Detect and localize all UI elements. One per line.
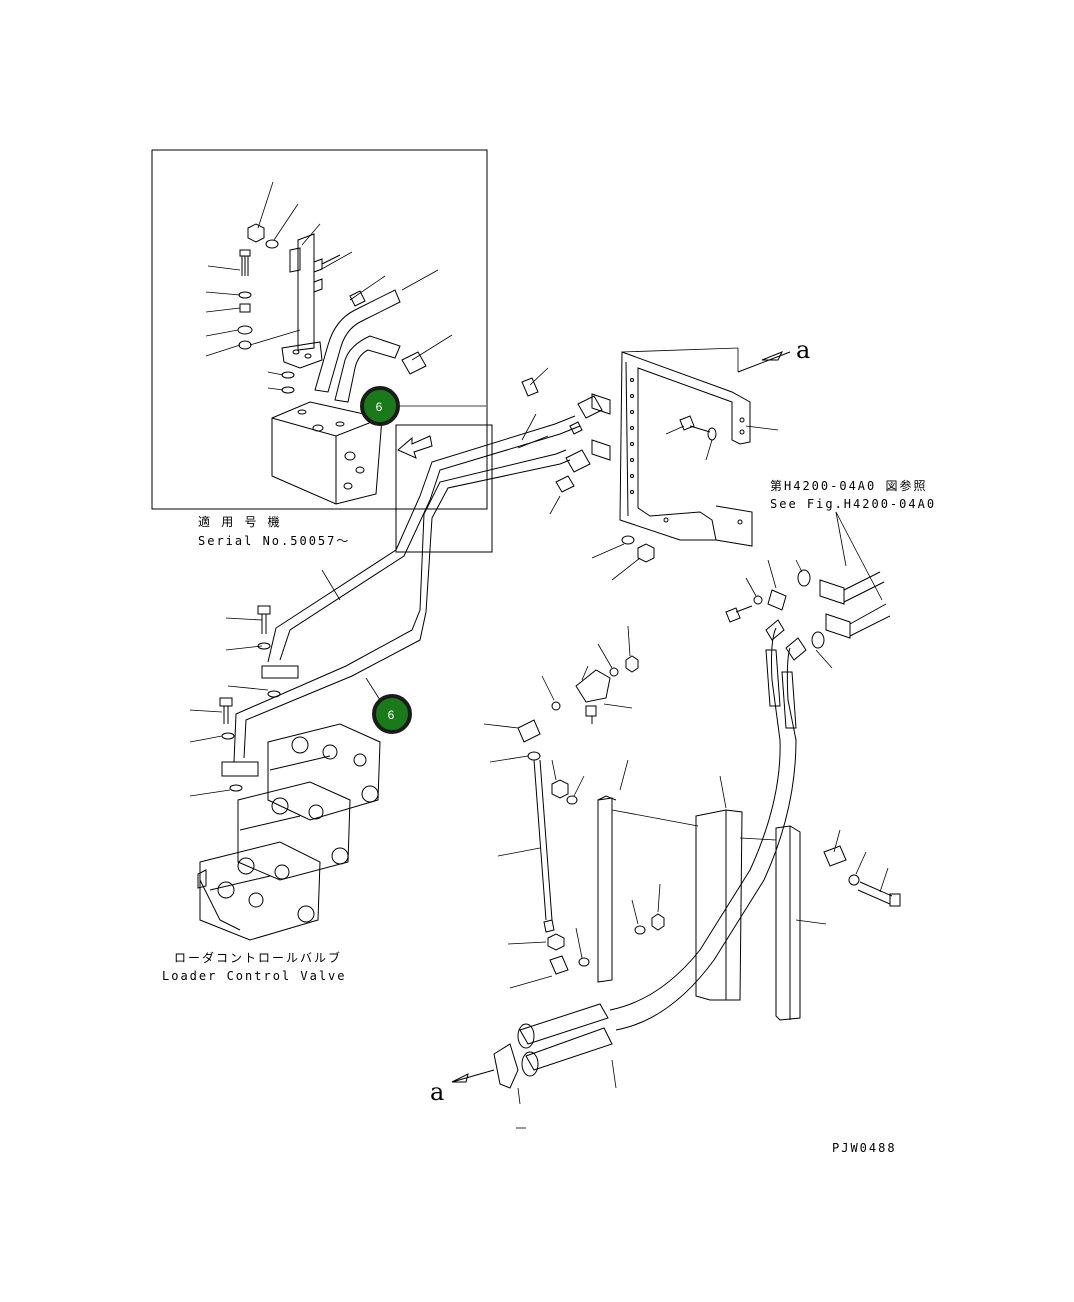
pipe-bolts: [219, 605, 281, 792]
loader-control-valve: [197, 723, 381, 941]
callout-number: 6: [376, 400, 383, 414]
valve-label-en: Loader Control Valve: [162, 969, 347, 983]
inset-detail: 適 用 号 機 Serial No.50057～: [151, 149, 488, 548]
callout-badge-upper[interactable]: 6: [360, 386, 400, 426]
callout-badge-lower[interactable]: 6: [372, 694, 412, 734]
middle-leaders: [483, 625, 889, 989]
main-leaders: [189, 367, 561, 797]
valve-label-jp: ローダコントロールバルブ: [174, 950, 342, 965]
inset-serial-jp: 適 用 号 機: [198, 514, 282, 529]
view-arrow-top: [737, 351, 791, 373]
drawing-code: PJW0488: [832, 1141, 897, 1155]
view-arrow-bottom: [451, 1069, 495, 1083]
reference-en: See Fig.H4200-04A0: [770, 497, 936, 511]
inset-frame: [151, 149, 488, 510]
steel-pipes: [221, 415, 581, 777]
view-marker-top: a: [796, 336, 810, 364]
hose-fittings-right: [725, 559, 891, 669]
inset-hoses: [314, 289, 427, 403]
reference-jp: 第H4200-04A0 図参照: [770, 478, 927, 493]
hose-clamps: [597, 775, 827, 1021]
callout-circle: [372, 694, 412, 734]
view-marker-bottom: a: [430, 1078, 444, 1106]
mounting-frame: [521, 351, 779, 581]
callout-number: 6: [388, 708, 395, 722]
hose-ends-bottom: [493, 1003, 617, 1129]
callout-circle: [360, 386, 400, 426]
inset-leaders: [205, 181, 453, 391]
inset-bolt-stack: [237, 223, 295, 394]
inset-valve-block: [271, 401, 383, 505]
hydraulic-hoses: [609, 619, 807, 1031]
small-parts-middle: [517, 655, 901, 975]
inset-serial-en: Serial No.50057～: [198, 534, 350, 548]
inset-direction-arrow: [397, 435, 433, 459]
inset-bracket: [281, 233, 341, 369]
